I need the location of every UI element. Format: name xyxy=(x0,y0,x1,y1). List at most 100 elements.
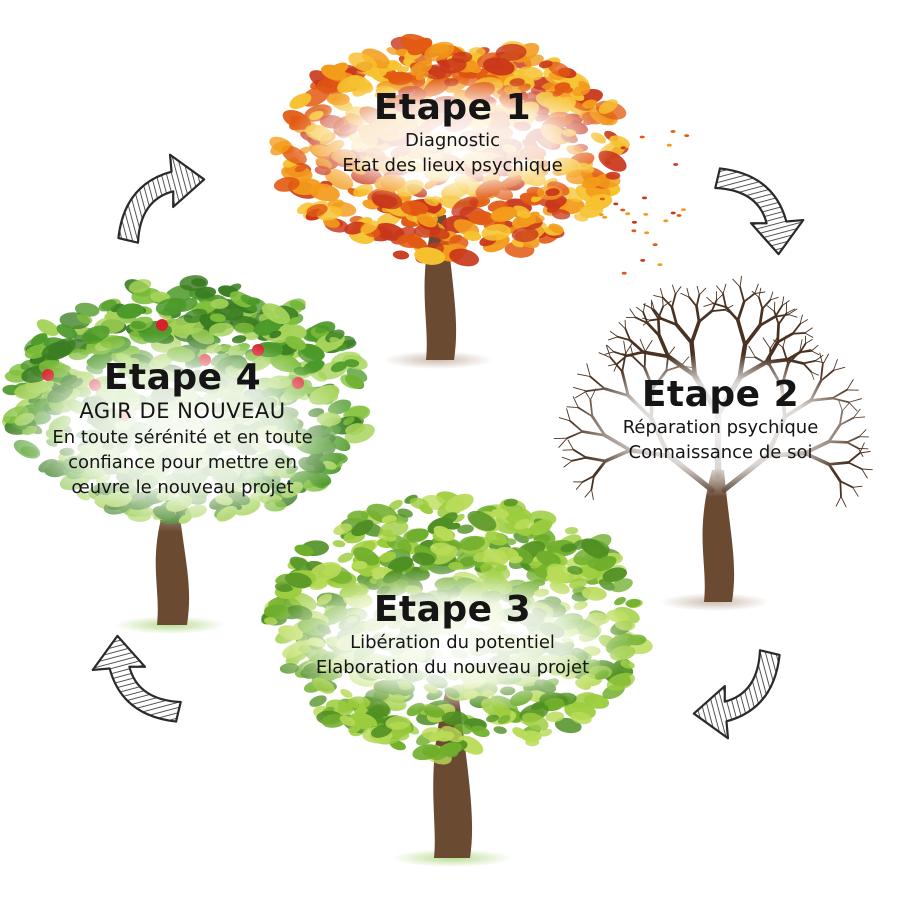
branch xyxy=(833,360,837,371)
falling-leaf xyxy=(657,263,662,266)
branch xyxy=(805,333,813,337)
branch xyxy=(833,367,844,370)
branch xyxy=(778,324,779,342)
branch xyxy=(608,337,617,340)
branch xyxy=(793,333,805,334)
leaf-cluster xyxy=(606,172,621,180)
stage-4-title: Etape 4 xyxy=(15,358,350,398)
branch xyxy=(707,297,714,303)
branch xyxy=(738,320,745,345)
falling-leaf xyxy=(606,161,611,164)
branch xyxy=(712,310,725,311)
branch xyxy=(862,469,873,470)
stage-1-label: Etape 1 Diagnostic Etat des lieux psychi… xyxy=(300,88,605,178)
branch xyxy=(788,315,797,318)
stage-3-title: Etape 3 xyxy=(285,590,620,630)
branch xyxy=(610,332,617,337)
branch xyxy=(697,295,700,307)
branch xyxy=(676,287,682,295)
fruit xyxy=(156,319,168,331)
branch xyxy=(862,469,868,478)
branch xyxy=(559,438,567,447)
hatched-curved-arrow-icon xyxy=(694,637,792,742)
branch xyxy=(563,450,574,451)
stage-2-line-2: Connaissance de soi xyxy=(583,440,858,465)
branch xyxy=(812,345,819,351)
branch xyxy=(841,497,846,507)
stage-4-label: Etape 4 AGIR DE NOUVEAU En toute sérénit… xyxy=(15,358,350,500)
branch xyxy=(717,286,723,294)
falling-leaf xyxy=(632,221,637,224)
falling-leaf xyxy=(677,214,682,217)
hatched-curved-arrow-icon xyxy=(702,157,807,255)
falling-leaf xyxy=(643,213,648,216)
falling-leaf xyxy=(602,216,607,219)
stage-3-line-1: Libération du potentiel xyxy=(285,630,620,655)
falling-leaf xyxy=(671,130,676,133)
branch xyxy=(755,284,759,293)
branch xyxy=(637,307,644,312)
branch xyxy=(592,489,594,499)
falling-leaf xyxy=(640,259,645,262)
falling-leaf xyxy=(613,203,618,206)
branch xyxy=(763,338,770,349)
branch xyxy=(619,323,626,329)
falling-leaf xyxy=(671,212,676,215)
branch xyxy=(853,487,859,496)
branch xyxy=(643,352,668,356)
stage-2-title: Etape 2 xyxy=(583,375,858,415)
stage-4-line-2: confiance pour mettre en xyxy=(15,450,350,475)
falling-leaf xyxy=(622,272,627,275)
branch xyxy=(576,482,582,489)
hatched-curved-arrow-icon xyxy=(89,636,194,734)
branch xyxy=(853,486,862,487)
branch xyxy=(692,322,699,343)
leaf-cluster xyxy=(493,725,508,735)
branch xyxy=(840,481,841,496)
falling-leaf xyxy=(600,198,605,201)
branch xyxy=(723,294,726,307)
branch xyxy=(812,351,819,355)
branch xyxy=(820,353,823,365)
stage-3-label: Etape 3 Libération du potentiel Elaborat… xyxy=(285,590,620,680)
stage-4-line-3: œuvre le nouveau projet xyxy=(15,475,350,500)
branch xyxy=(815,361,824,363)
branch xyxy=(562,457,572,461)
branch xyxy=(645,341,652,352)
falling-leaf xyxy=(653,243,658,246)
leaf-cluster xyxy=(332,539,346,548)
leaf-cluster xyxy=(392,250,409,260)
stage-1-title: Etape 1 xyxy=(300,88,605,128)
hatched-curved-arrow-icon xyxy=(107,151,205,256)
branch xyxy=(668,347,675,356)
branch xyxy=(630,309,636,317)
branch xyxy=(726,307,738,320)
branch xyxy=(740,276,741,287)
stage-2-label: Etape 2 Réparation psychique Connaissanc… xyxy=(583,375,858,465)
stage-3-line-2: Elaboration du nouveau projet xyxy=(285,655,620,680)
branch xyxy=(699,311,712,322)
branch xyxy=(745,326,760,345)
branch xyxy=(759,297,763,309)
leaf-cluster xyxy=(565,527,579,535)
leaf-cluster xyxy=(234,323,254,334)
branch xyxy=(805,328,812,333)
branch xyxy=(840,481,852,487)
stage-4-subtitle: AGIR DE NOUVEAU xyxy=(15,398,350,425)
branch xyxy=(660,289,663,298)
branch xyxy=(689,297,696,306)
stage-2-line-1: Réparation psychique xyxy=(583,415,858,440)
branch xyxy=(564,461,572,467)
branch xyxy=(740,287,744,302)
falling-leaf xyxy=(631,229,636,232)
branch xyxy=(803,361,815,364)
falling-leaf xyxy=(663,219,668,222)
leaf-cluster xyxy=(352,561,368,570)
stage-4-line-1: En toute sérénité et en toute xyxy=(15,425,350,450)
falling-leaf xyxy=(599,213,604,216)
falling-leaf xyxy=(673,163,678,166)
falling-leaf xyxy=(681,208,686,211)
branch xyxy=(654,295,663,297)
falling-leaf xyxy=(625,212,630,215)
